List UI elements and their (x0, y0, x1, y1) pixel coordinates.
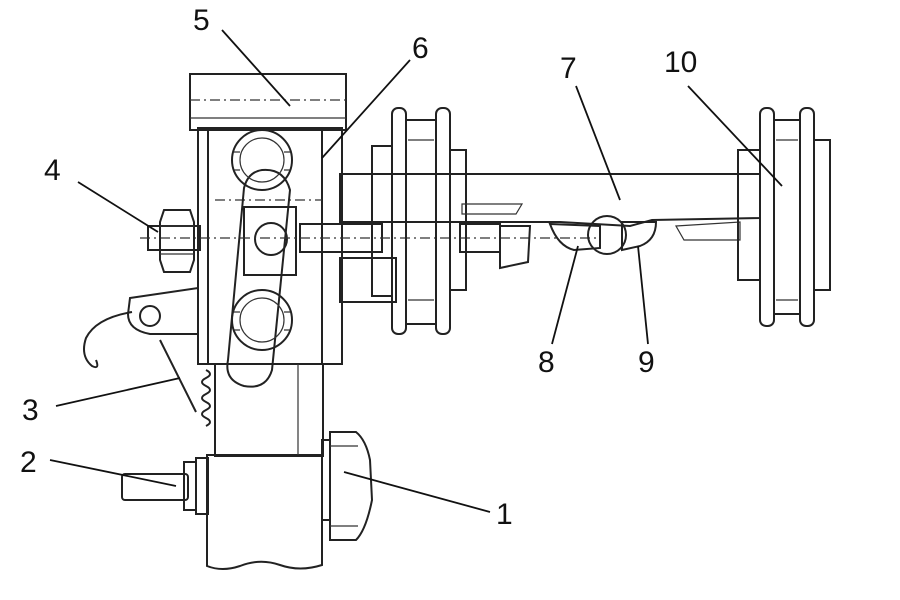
left-pulley (371, 107, 467, 335)
red-bracket (461, 203, 601, 270)
lower-nut (231, 289, 293, 351)
label-2: 2 (20, 446, 37, 479)
leader-lines (49, 29, 783, 513)
upper-nut (231, 129, 293, 191)
blue-knob (321, 431, 374, 541)
cam (621, 221, 658, 252)
red-shaft (140, 223, 600, 253)
leader-6 (321, 59, 411, 159)
right-pulley (737, 107, 831, 327)
leader-5 (221, 29, 291, 107)
label-6: 6 (412, 32, 429, 65)
leader-3 (55, 377, 181, 407)
yellow-lever (83, 286, 199, 369)
red-slider (243, 206, 297, 276)
leader-8 (551, 245, 579, 345)
hex-nut (159, 209, 195, 273)
callouts: 5 6 4 3 2 1 7 10 8 9 (20, 4, 697, 531)
knurled-roller (587, 215, 627, 255)
label-10: 10 (664, 46, 697, 79)
label-9: 9 (638, 346, 655, 379)
label-3: 3 (22, 394, 39, 427)
blue-bolt (121, 457, 209, 515)
spring (159, 339, 211, 427)
label-8: 8 (538, 346, 555, 379)
yellow-plate (197, 127, 343, 365)
label-4: 4 (44, 154, 61, 187)
leader-7 (575, 85, 621, 201)
leader-2 (49, 459, 177, 487)
slot-link (226, 168, 292, 388)
label-7: 7 (560, 52, 577, 85)
leader-10 (687, 85, 783, 187)
label-5: 5 (193, 4, 210, 37)
leader-4 (77, 181, 159, 233)
label-1: 1 (496, 498, 513, 531)
leader-9 (637, 245, 649, 345)
leader-1 (343, 471, 491, 513)
base-block (206, 454, 323, 570)
